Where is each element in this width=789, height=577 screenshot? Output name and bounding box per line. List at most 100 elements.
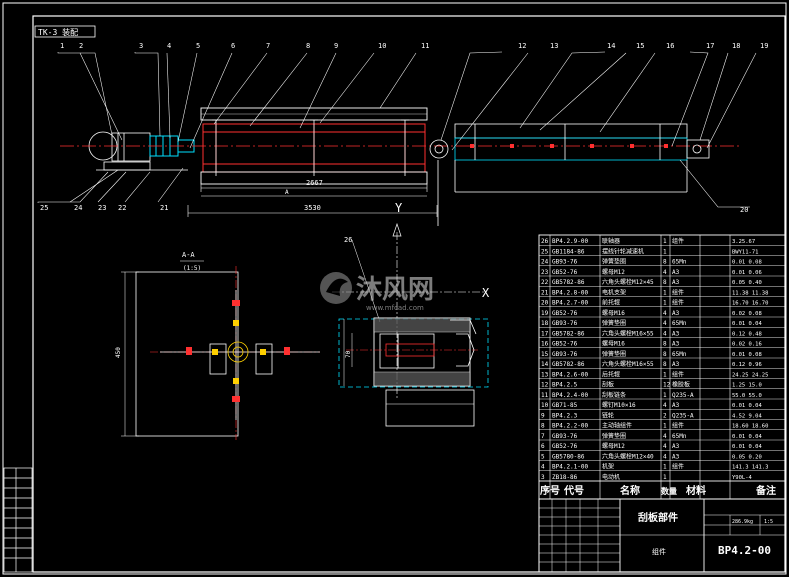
bom-cell-name: 螺母M12 [602,442,625,450]
bom-cell-qty: 4 [663,443,667,450]
bom-cell-code: GB52-76 [552,341,578,348]
bom-cell-material: Q235-A [672,392,694,399]
bom-cell-note: 0.01 0.04 [732,321,762,327]
bom-cell-name: 弹簧垫圈 [602,432,626,440]
bom-cell-material: 65Mn [672,351,687,358]
bom-cell-name: 刮板 [602,381,614,389]
bom-cell-code: BP4.2.4-00 [552,392,589,399]
bom-cell-code: GB5782-86 [552,330,585,337]
dim-a-marker: A [285,189,289,196]
bom-cell-material: 组件 [672,288,684,296]
bom-cell-qty: 8 [663,351,667,358]
bom-cell-qty: 4 [663,320,667,327]
watermark-logo-icon [320,272,352,304]
bom-cell-qty: 4 [663,433,667,440]
bom-cell-material: 组件 [672,299,684,307]
bom-cell-note: 18.60 18.60 [732,424,768,430]
bom-cell-code: BP4.2.3 [552,412,578,419]
bom-cell-name: 六角头螺栓M16×55 [602,360,654,368]
bom-cell-material: A3 [672,443,680,450]
balloons-bottom: 25 24 23 22 21 20 [40,204,748,214]
bom-header-code: 代号 [563,484,584,497]
bom-cell-name: 螺母M16 [602,340,625,348]
revision-blocks [3,467,33,573]
bom-cell-note: 0.01 0.04 [732,403,762,409]
balloon-13: 13 [550,42,558,50]
axis-y-label: Y [395,201,403,215]
bom-header-name: 名称 [620,484,640,497]
bom-cell-code: BP4.2.2-00 [552,423,589,430]
bom-header-material: 材料 [686,484,706,497]
balloon-15: 15 [636,42,644,50]
bom-cell-note: 24.25 24.25 [732,372,768,378]
axis-x-label: X [482,286,490,300]
bom-cell-code: GB93-76 [552,320,578,327]
bom-cell-qty: 1 [663,423,667,430]
lower-base [200,171,428,185]
tail-chain-marks [470,144,668,148]
tail-conveyor [454,123,710,193]
bom-cell-seq: 21 [541,289,549,296]
bom-cell-note: 1.25 15.0 [732,383,762,389]
bom-cell-code: GB93-76 [552,259,578,266]
balloon-24: 24 [74,204,82,212]
bom-cell-name: 螺母M12 [602,268,625,276]
bom-cell-qty: 4 [663,330,667,337]
material-note: 组件 [652,547,666,556]
bom-cell-note: 0.05 0.40 [732,280,762,286]
bom-cell-code: GB5782-86 [552,279,585,286]
scale-value: 1:5 [764,519,773,525]
bom-cell-seq: 9 [541,412,545,419]
bom-cell-note: 55.0 55.0 [732,393,762,399]
bom-cell-seq: 11 [541,392,549,399]
bom-cell-note: 141.3 141.3 [732,465,768,471]
bom-cell-note: 0.01 0.08 [732,352,762,358]
balloon-23: 23 [98,204,106,212]
motor [88,131,188,171]
bom-cell-name: 螺钉M10×16 [602,401,636,409]
bom-cell-note: 0.02 0.16 [732,342,762,348]
balloon-20: 20 [740,206,748,214]
bom-cell-name: 弹簧垫圈 [602,258,626,266]
bom-cell-qty: 1 [663,474,667,481]
bom-cell-name: 电动机 [602,473,620,481]
bom-cell-note: 3.25.67 [732,239,755,245]
bom-cell-code: GB5782-86 [552,361,585,368]
bom-cell-seq: 26 [541,238,549,245]
bom-cell-qty: 8 [663,259,667,266]
balloon-2: 2 [79,42,83,50]
dimension-lines [187,184,438,217]
dim-span-a: 2667 [306,179,323,187]
balloon-8: 8 [306,42,310,50]
bom-cell-name: 六角头螺栓M12×45 [602,278,654,286]
bom-cell-seq: 14 [541,361,549,368]
watermark-url: www.mfcad.com [366,304,424,312]
bom-cell-material: 65Mn [672,433,687,440]
bom-cell-name: 弹簧垫圈 [602,350,626,358]
bom-cell-name: 链轮 [602,411,614,419]
bom-cell-name: 螺母M16 [602,309,625,317]
bom-cell-material: A3 [672,453,680,460]
detail-view: 26 X 70 [332,222,490,427]
bom-cell-name: 摆线针轮减速机 [602,247,644,255]
bom-cell-note: 11.38 11.38 [732,290,768,296]
bom-cell-material: 65Mn [672,320,687,327]
balloon-16: 16 [666,42,674,50]
bom-cell-seq: 8 [541,423,545,430]
bom-cell-seq: 5 [541,453,545,460]
bom-cell-seq: 10 [541,402,549,409]
bom-cell-code: BP4.2.5 [552,382,578,389]
bom-cell-name: 机架 [602,463,614,471]
bom-header-seq: 序号 [540,484,560,497]
main-elevation-view: 2667 3530 A Y [60,107,740,226]
balloon-1: 1 [60,42,64,50]
bom-cell-seq: 17 [541,330,549,337]
bom-cell-code: BP4.2.7-00 [552,300,589,307]
watermark-text: 沐风网 [356,275,434,305]
bom-cell-name: 六角头螺栓M12×40 [602,452,654,460]
bom-cell-qty: 1 [663,238,667,245]
bom-cell-code: GB52-76 [552,269,578,276]
balloon-21: 21 [160,204,168,212]
